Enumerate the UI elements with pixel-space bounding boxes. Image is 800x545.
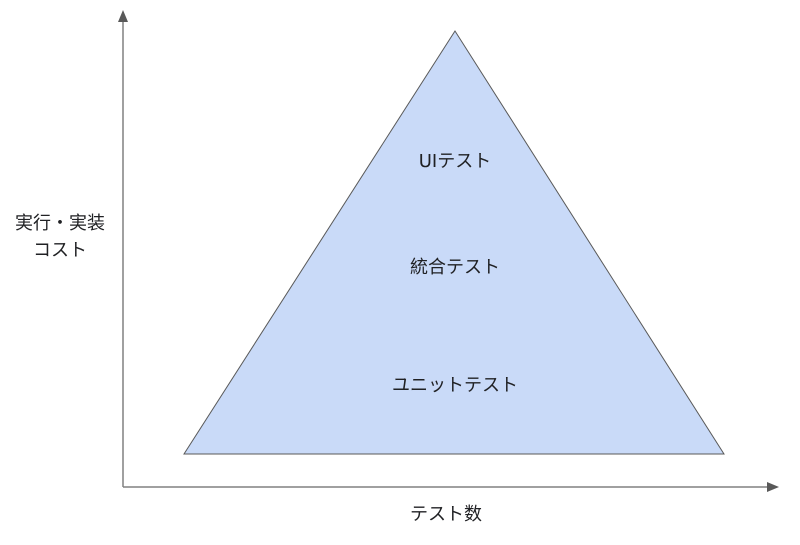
x-axis-arrow-icon bbox=[767, 482, 779, 492]
y-axis-label: 実行・実装 コスト bbox=[8, 210, 112, 264]
y-axis-arrow-icon bbox=[118, 10, 128, 22]
x-axis-label: テスト数 bbox=[410, 504, 482, 525]
layer-label-integration-test: 統合テスト bbox=[410, 257, 500, 278]
y-axis bbox=[118, 10, 128, 487]
layer-label-ui-test: UIテスト bbox=[418, 151, 492, 172]
pyramid-triangle bbox=[183, 30, 725, 455]
y-axis-label-line1: 実行・実装 bbox=[15, 213, 105, 234]
x-axis bbox=[123, 482, 779, 492]
layer-label-unit-test: ユニットテスト bbox=[392, 375, 518, 396]
y-axis-label-line2: コスト bbox=[33, 240, 87, 261]
